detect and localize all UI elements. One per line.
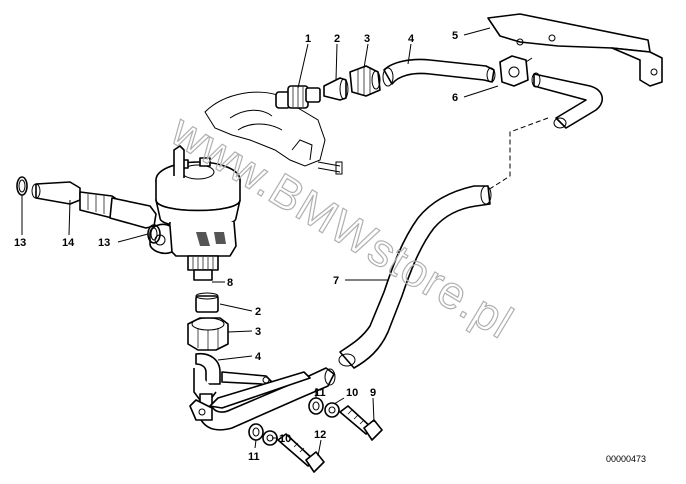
callout-11-lower: 11	[248, 451, 260, 463]
callout-14: 14	[62, 237, 75, 249]
dashed-connector	[487, 117, 549, 191]
callout-8: 8	[227, 277, 233, 289]
callout-2: 2	[334, 33, 340, 45]
callout-13-right: 13	[98, 237, 110, 249]
sleeve-part-2-top	[323, 77, 349, 101]
callout-4-lower: 4	[255, 351, 262, 363]
hose-top-right	[531, 72, 603, 129]
callout-2-lower: 2	[255, 306, 261, 318]
diagram-id: 00000473	[606, 454, 646, 464]
leader-lines	[21, 27, 499, 457]
callout-6: 6	[452, 92, 458, 104]
hose-part-7	[338, 185, 492, 369]
bolt-part-9	[339, 405, 383, 441]
callout-10-lower: 10	[279, 433, 291, 445]
bolt-part-12	[277, 433, 325, 473]
fitting-part-1	[275, 85, 321, 109]
callout-5: 5	[452, 30, 458, 42]
vacuum-unit-part-8	[149, 145, 241, 281]
nut-part-3-top	[349, 65, 381, 97]
clip-part-6	[499, 55, 533, 87]
sleeve-part-2-lower	[195, 292, 219, 313]
callout-7: 7	[333, 275, 339, 287]
callout-12: 12	[314, 429, 326, 441]
nut-part-3-lower	[187, 317, 229, 351]
lower-bracket	[189, 371, 311, 421]
pipe-part-14	[31, 181, 157, 229]
hose-part-4-top	[382, 58, 496, 87]
washer-part-10-upper	[324, 402, 340, 418]
o-ring-part-13-left	[16, 176, 28, 196]
callout-1: 1	[305, 33, 311, 45]
callout-13-left: 13	[14, 237, 26, 249]
bracket-part-5	[487, 13, 663, 87]
washer-part-11-upper	[308, 397, 324, 415]
callout-9: 9	[370, 387, 376, 399]
hose-part-4-lower	[193, 352, 336, 431]
callout-4: 4	[408, 33, 415, 45]
callout-3-lower: 3	[255, 326, 261, 338]
washer-part-11-lower	[248, 423, 264, 441]
callout-10-upper: 10	[346, 387, 358, 399]
callout-3: 3	[364, 33, 370, 45]
callout-11-upper: 11	[314, 387, 326, 399]
part-callouts: 1 2 3 4 5 6 7 8 2 3 4 9 10 11 10 11 12 1…	[14, 30, 458, 463]
